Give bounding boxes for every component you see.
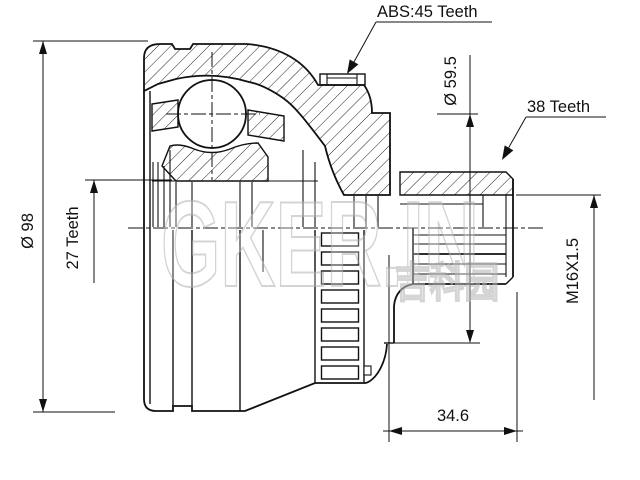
stub-length-label: 34.6 (437, 407, 469, 425)
dim-inner-spline: 27 Teeth (64, 179, 172, 283)
cage-section (151, 99, 285, 142)
dim-flange-diameter: Ø 59.5 (390, 55, 480, 344)
watermark: GKER.IN 吉科园 (160, 175, 500, 313)
abs-tone-ring (319, 73, 366, 86)
watermark-brand: GKER.IN (161, 176, 479, 312)
watermark-cjk: 吉科园 (395, 259, 499, 306)
bore-edges (152, 150, 507, 277)
label-abs: ABS:45 Teeth (347, 3, 492, 74)
label-shaft-spline: 38 Teeth (502, 98, 606, 160)
outer-diameter-label: Ø 98 (19, 213, 37, 249)
housing-external (143, 91, 414, 412)
thread-label: M16X1.5 (564, 238, 582, 304)
flange-diameter-label: Ø 59.5 (442, 56, 460, 106)
dim-outer-diameter: Ø 98 (19, 40, 148, 413)
outer-race-wall (143, 43, 391, 196)
dim-stub-length: 34.6 (383, 255, 523, 442)
thread-end (413, 234, 506, 275)
dim-thread: M16X1.5 (516, 194, 601, 400)
shaft-spline-label: 38 Teeth (527, 98, 590, 116)
outer-race-section (143, 43, 514, 196)
abs-ring-label: ABS:45 Teeth (377, 3, 478, 21)
boot-groove-serrations (320, 232, 372, 380)
inner-race-section (161, 142, 269, 182)
inner-spline-label: 27 Teeth (64, 206, 82, 269)
